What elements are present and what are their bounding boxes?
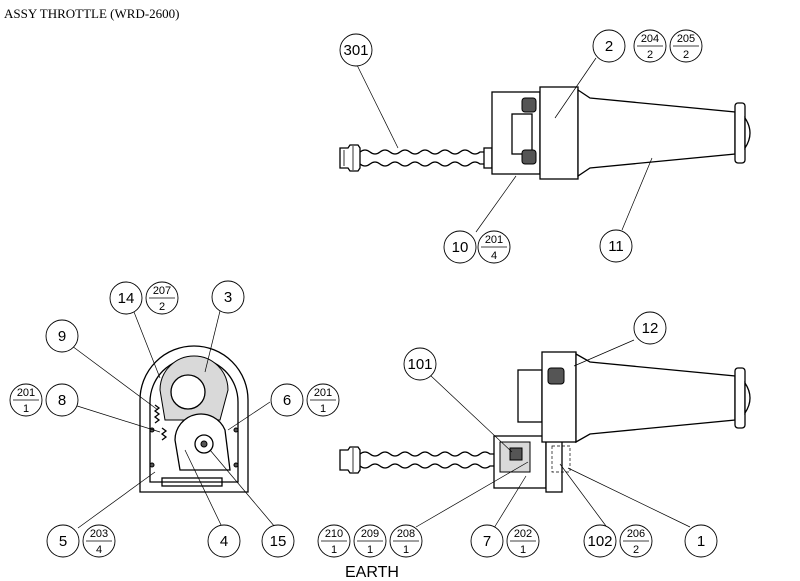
fraction-bottom: 1 [23,403,29,415]
lever-housing [491,91,541,175]
upper-body [517,351,751,444]
fraction-bottom: 2 [633,544,639,556]
callout-label: 15 [270,533,287,550]
callout-label: 6 [283,392,291,409]
callout-label: 2 [605,38,613,55]
callout-3: 3 [211,280,245,314]
callout-5: 5 203 4 [46,524,116,558]
callout-label: 101 [407,356,432,373]
fraction-top: 203 [90,528,108,540]
fraction-bottom: 1 [367,544,373,556]
callout-label: 11 [608,238,624,255]
throttle-cover [539,86,579,180]
callout-label: 10 [452,239,469,256]
callout-11: 11 [599,229,633,263]
callout-label: 3 [224,289,232,306]
callout-208-209-210: 210 1 209 1 208 1 [317,524,423,558]
leader-lines [71,57,691,529]
callout-6: 6 201 1 [270,383,340,417]
fraction-top: 206 [627,528,645,540]
callout-label: 301 [343,42,368,59]
callout-label: 4 [220,533,228,550]
callout-label: 1 [697,533,705,550]
fraction-top: 202 [514,528,532,540]
diagram-title: ASSY THROTTLE (WRD-2600) [4,6,180,21]
callout-10: 10 201 4 [443,230,511,264]
fraction-bottom: 1 [320,403,326,415]
fraction-top: 207 [153,285,171,297]
fraction-top: 205 [677,33,695,45]
top-assembly-view [339,86,751,180]
callout-8: 201 1 8 [9,383,79,417]
fraction-top: 204 [641,33,659,45]
fraction-bottom: 4 [96,544,102,556]
callout-label: 7 [483,533,491,550]
callout-2: 2 204 2 205 2 [592,29,703,63]
fraction-top: 201 [314,387,332,399]
fraction-bottom: 1 [520,544,526,556]
short-screw [339,446,498,474]
fraction-bottom: 4 [491,250,497,262]
callout-label: 8 [58,392,66,409]
fraction-top: 210 [325,528,343,540]
fraction-top: 201 [485,234,503,246]
callout-7: 7 202 1 [470,524,540,558]
callout-4: 4 [207,524,241,558]
earth-label: EARTH [345,564,399,581]
callout-1: 1 [684,524,718,558]
callout-301: 301 [339,33,373,67]
callout-label: 9 [58,328,66,345]
long-screw-301 [339,144,493,172]
callout-14: 14 207 2 [109,281,179,315]
housing-interior-view [139,345,249,493]
bottom-assembly-view [339,351,751,493]
callout-101: 101 [403,347,437,381]
fraction-bottom: 2 [647,49,653,61]
fraction-bottom: 2 [159,301,165,313]
fraction-bottom: 2 [683,49,689,61]
callout-label: 102 [587,533,612,550]
throttle-grip [577,88,751,178]
fraction-bottom: 1 [331,544,337,556]
callout-label: 12 [642,320,659,337]
fraction-bottom: 1 [403,544,409,556]
fraction-top: 201 [17,387,35,399]
callout-12: 12 [633,311,667,345]
callout-15: 15 [261,524,295,558]
callout-102: 102 206 2 [583,524,653,558]
callout-9: 9 [45,319,79,353]
fraction-top: 208 [397,528,415,540]
callout-label: 14 [118,290,135,307]
callout-label: 5 [59,533,67,550]
fraction-top: 209 [361,528,379,540]
